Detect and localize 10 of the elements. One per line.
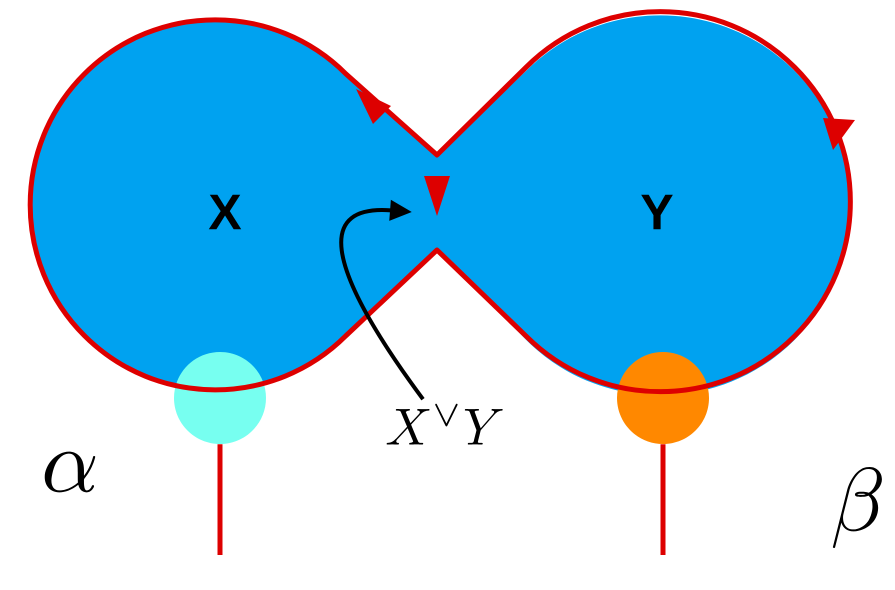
stem-line: [218, 444, 222, 555]
blob-region: Y: [437, 15, 850, 396]
greek-label: $\alpha$: [44, 452, 96, 492]
stem-line: [660, 444, 666, 555]
circle: [617, 352, 709, 444]
leader-line: [340, 200, 425, 400]
greek-label: $\beta$: [832, 466, 882, 548]
blob-region: X: [30, 20, 437, 390]
circle: [174, 352, 266, 444]
math-label: $X^{\vee}Y$: [386, 404, 503, 445]
